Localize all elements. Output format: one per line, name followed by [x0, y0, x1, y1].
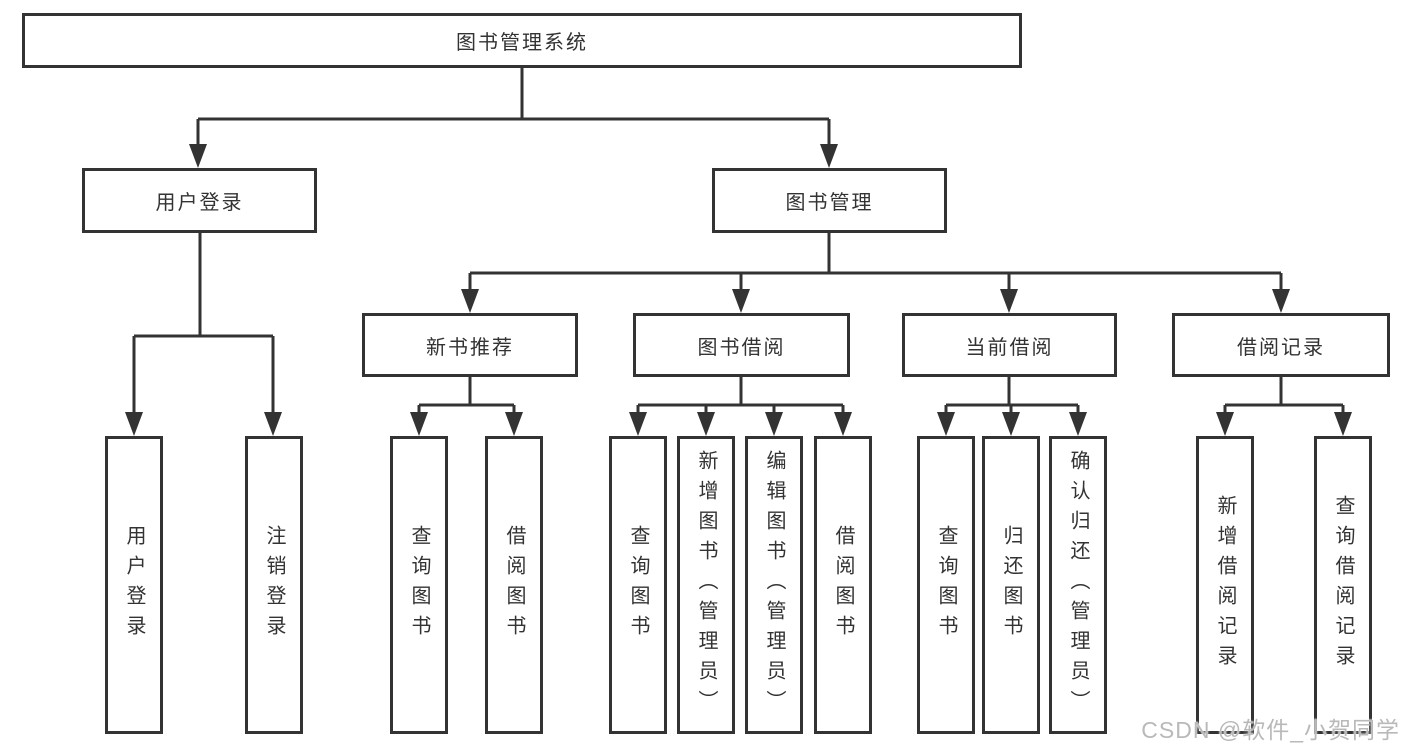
node-leaf-logout-label: 注销登录 — [263, 525, 285, 645]
connector-root-to-level2 — [196, 68, 831, 146]
node-leaf-borrow-books-recommend-label: 借阅图书 — [503, 525, 525, 645]
node-leaf-query-borrow-record: 查询借阅记录 — [1314, 436, 1372, 734]
node-leaf-confirm-return-admin-label: 确认归还（管理员） — [1067, 450, 1089, 720]
node-leaf-return-book-label: 归还图书 — [1000, 525, 1022, 645]
node-leaf-query-books-borrow-label: 查询图书 — [627, 525, 649, 645]
node-user-login-label: 用户登录 — [155, 192, 244, 214]
node-book-borrow-label: 图书借阅 — [697, 336, 786, 359]
arrowhead-icon — [264, 412, 282, 436]
connector-new-book-to-children — [417, 377, 516, 413]
node-leaf-user-login: 用户登录 — [105, 436, 163, 734]
node-leaf-query-books-current-label: 查询图书 — [935, 525, 957, 645]
node-leaf-add-book-admin: 新增图书（管理员） — [677, 436, 735, 734]
node-leaf-query-books-recommend-label: 查询图书 — [408, 525, 430, 645]
arrowhead-icon — [697, 412, 715, 436]
arrowhead-icon — [937, 412, 955, 436]
connector-user-login-to-children — [132, 233, 275, 413]
node-leaf-logout: 注销登录 — [245, 436, 303, 734]
arrowhead-icon — [820, 144, 838, 168]
csdn-watermark: CSDN @软件_小贺同学 — [1141, 717, 1400, 743]
arrowhead-icon — [1216, 412, 1234, 436]
arrowhead-icon — [1069, 412, 1087, 436]
node-leaf-borrow-books-label: 借阅图书 — [832, 525, 854, 645]
node-book-borrow: 图书借阅 — [633, 313, 850, 377]
node-root: 图书管理系统 — [22, 13, 1022, 68]
node-borrow-records: 借阅记录 — [1172, 313, 1390, 377]
arrowhead-icon — [189, 144, 207, 168]
node-leaf-query-books-recommend: 查询图书 — [390, 436, 448, 734]
node-book-management-label: 图书管理 — [785, 192, 874, 214]
arrowhead-icon — [505, 412, 523, 436]
arrowhead-icon — [765, 412, 783, 436]
arrowhead-icon — [834, 412, 852, 436]
node-leaf-add-book-admin-label: 新增图书（管理员） — [695, 450, 717, 720]
connector-borrow-records-to-children — [1223, 377, 1345, 413]
node-leaf-add-borrow-record: 新增借阅记录 — [1196, 436, 1254, 734]
node-leaf-query-books-borrow: 查询图书 — [609, 436, 667, 734]
node-leaf-query-borrow-record-label: 查询借阅记录 — [1332, 495, 1354, 675]
arrowhead-icon — [1334, 412, 1352, 436]
node-leaf-edit-book-admin: 编辑图书（管理员） — [745, 436, 803, 734]
arrowhead-icon — [1272, 289, 1290, 313]
node-leaf-borrow-books-recommend: 借阅图书 — [485, 436, 543, 734]
connector-current-borrow-to-children — [944, 377, 1080, 413]
node-borrow-records-label: 借阅记录 — [1237, 336, 1325, 359]
arrowhead-icon — [410, 412, 428, 436]
arrowhead-icon — [125, 412, 143, 436]
arrowhead-icon — [1000, 289, 1018, 313]
node-leaf-add-borrow-record-label: 新增借阅记录 — [1214, 495, 1236, 675]
arrowhead-icon — [629, 412, 647, 436]
node-root-label: 图书管理系统 — [456, 32, 588, 54]
node-current-borrow: 当前借阅 — [902, 313, 1117, 377]
node-new-book-recommend-label: 新书推荐 — [426, 336, 514, 359]
node-user-login: 用户登录 — [82, 168, 317, 233]
node-current-borrow-label: 当前借阅 — [965, 336, 1054, 359]
node-leaf-borrow-books: 借阅图书 — [814, 436, 872, 734]
connector-book-borrow-to-children — [636, 377, 845, 413]
node-leaf-user-login-label: 用户登录 — [123, 525, 145, 645]
arrowhead-icon — [1002, 412, 1020, 436]
node-leaf-return-book: 归还图书 — [982, 436, 1040, 734]
connector-book-management-to-children — [468, 233, 1283, 290]
node-new-book-recommend: 新书推荐 — [362, 313, 578, 377]
node-leaf-confirm-return-admin: 确认归还（管理员） — [1049, 436, 1107, 734]
node-leaf-query-books-current: 查询图书 — [917, 436, 975, 734]
node-book-management: 图书管理 — [712, 168, 947, 233]
arrowhead-icon — [461, 289, 479, 313]
arrowhead-icon — [732, 289, 750, 313]
node-leaf-edit-book-admin-label: 编辑图书（管理员） — [763, 450, 785, 720]
